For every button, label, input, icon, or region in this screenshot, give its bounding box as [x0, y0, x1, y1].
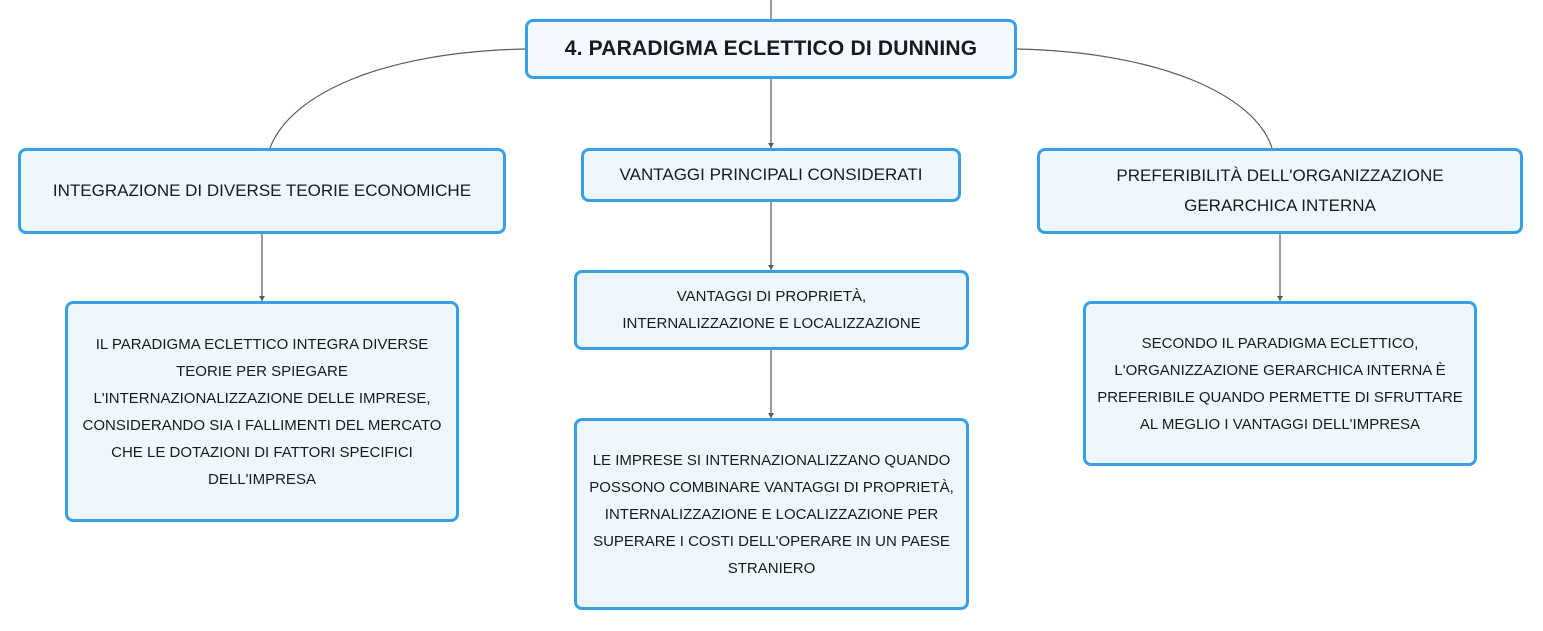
arrowhead-middle-sub	[768, 265, 774, 270]
topic-integrazione[interactable]: INTEGRAZIONE DI DIVERSE TEORIE ECONOMICH…	[18, 148, 506, 234]
topic-preferibilita[interactable]: PREFERIBILITÀ DELL'ORGANIZZAZIONE GERARC…	[1037, 148, 1523, 234]
topic-integrazione-label: INTEGRAZIONE DI DIVERSE TEORIE ECONOMICH…	[52, 181, 472, 200]
arrowhead-left	[259, 296, 265, 301]
arrowhead-middle	[768, 143, 774, 148]
subtopic-preferibilita-detail[interactable]: SECONDO IL PARADIGMA ECLETTICO, L'ORGANI…	[1083, 301, 1477, 466]
connector-root-left	[269, 48, 526, 149]
subtopic-vantaggi-types-text: VANTAGGI DI PROPRIETÀ, INTERNALIZZAZIONE…	[622, 288, 921, 332]
root-title: 4. PARADIGMA ECLETTICO DI DUNNING	[564, 37, 978, 60]
subtopic-vantaggi-types[interactable]: VANTAGGI DI PROPRIETÀ, INTERNALIZZAZIONE…	[574, 270, 969, 350]
subtopic-vantaggi-detail[interactable]: LE IMPRESE SI INTERNAZIONALIZZANO QUANDO…	[574, 418, 969, 610]
subtopic-integrazione-detail[interactable]: IL PARADIGMA ECLETTICO INTEGRA DIVERSE T…	[65, 301, 459, 522]
arrowhead-right	[1277, 296, 1283, 301]
arrowhead-middle-detail	[768, 413, 774, 418]
subtopic-integrazione-detail-text: IL PARADIGMA ECLETTICO INTEGRA DIVERSE T…	[82, 335, 442, 488]
root-topic[interactable]: 4. PARADIGMA ECLETTICO DI DUNNING	[525, 19, 1017, 79]
topic-vantaggi-label: VANTAGGI PRINCIPALI CONSIDERATI	[619, 165, 923, 184]
topic-preferibilita-label: PREFERIBILITÀ DELL'ORGANIZZAZIONE GERARC…	[1116, 166, 1444, 215]
topic-vantaggi[interactable]: VANTAGGI PRINCIPALI CONSIDERATI	[581, 148, 961, 202]
connector-root-right	[1016, 48, 1273, 149]
subtopic-vantaggi-detail-text: LE IMPRESE SI INTERNAZIONALIZZANO QUANDO…	[589, 451, 954, 577]
subtopic-preferibilita-detail-text: SECONDO IL PARADIGMA ECLETTICO, L'ORGANI…	[1097, 334, 1463, 433]
